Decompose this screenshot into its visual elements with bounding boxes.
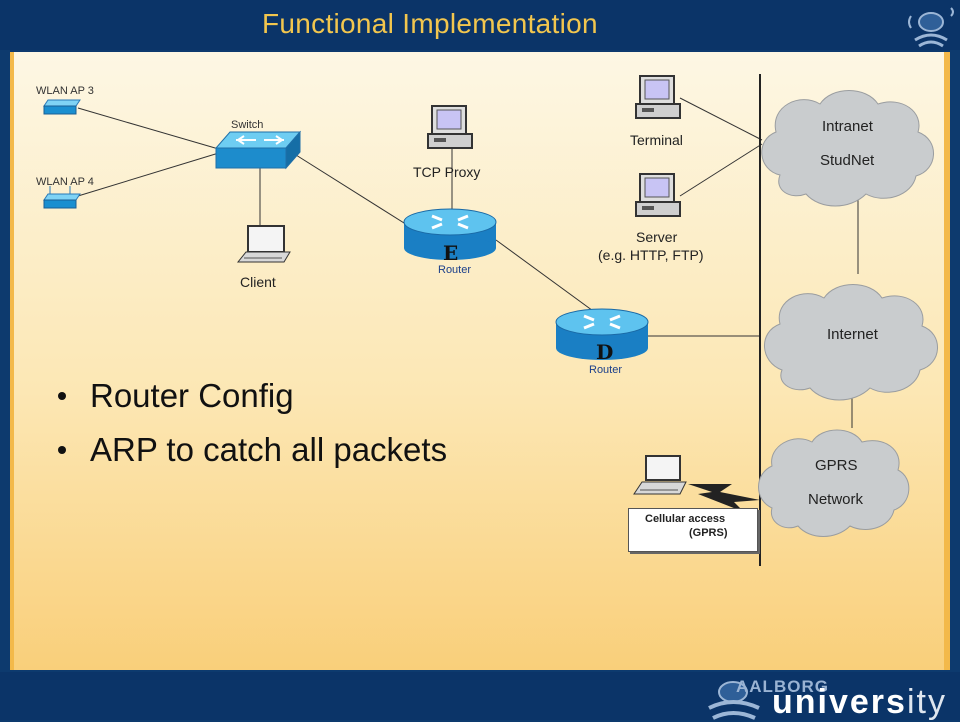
client-label: Client bbox=[240, 274, 276, 290]
intranet-label: Intranet bbox=[822, 118, 873, 135]
footer-logo-thin: ity bbox=[906, 683, 947, 721]
footer-logo-university: university bbox=[772, 683, 947, 722]
intranet-cloud bbox=[761, 90, 934, 207]
router-e-icon bbox=[403, 208, 497, 260]
terminal-computer-icon bbox=[635, 75, 681, 119]
tcp-proxy-label: TCP Proxy bbox=[413, 164, 481, 180]
connection-lines bbox=[77, 97, 859, 428]
router-d-letter: D bbox=[596, 340, 614, 364]
server-label: Server bbox=[636, 229, 678, 245]
client-laptop-icon bbox=[236, 225, 291, 263]
terminal-label: Terminal bbox=[630, 132, 683, 148]
bullet-item: ARP to catch all packets bbox=[58, 426, 447, 474]
cellular-gprs-label: (GPRS) bbox=[689, 527, 728, 539]
router-d-label: Router bbox=[589, 364, 623, 376]
bullet-dot-icon bbox=[58, 392, 66, 400]
switch-label: Switch bbox=[231, 119, 264, 131]
wlan-ap4-label: WLAN AP 4 bbox=[36, 176, 94, 188]
header-bar bbox=[0, 0, 960, 50]
university-emblem-icon bbox=[908, 7, 954, 48]
studnet-label: StudNet bbox=[820, 152, 875, 169]
router-d-icon bbox=[555, 308, 649, 360]
server-computer-icon bbox=[635, 173, 681, 217]
cellular-access-box: Cellular access (GPRS) bbox=[628, 508, 758, 552]
cellular-access-label: Cellular access bbox=[645, 513, 726, 525]
switch-icon bbox=[214, 130, 302, 170]
internet-cloud bbox=[764, 284, 938, 401]
internet-label: Internet bbox=[827, 326, 878, 343]
cellular-laptop-icon bbox=[633, 455, 687, 495]
network-label: Network bbox=[808, 491, 864, 508]
wireless-signal-icon bbox=[688, 484, 760, 512]
router-e-letter: E bbox=[443, 241, 459, 265]
wlan-ap3-icon bbox=[43, 99, 81, 115]
bullet-dot-icon bbox=[58, 446, 66, 454]
gprs-label: GPRS bbox=[815, 457, 858, 474]
router-e-label: Router bbox=[438, 264, 472, 276]
footer-logo-aalborg: AALBORG bbox=[736, 677, 829, 696]
bullet-text: Router Config bbox=[90, 377, 294, 414]
server-example-label: (e.g. HTTP, FTP) bbox=[598, 247, 704, 263]
tcp-proxy-computer-icon bbox=[427, 105, 473, 149]
bullet-text: ARP to catch all packets bbox=[90, 431, 448, 468]
wlan-ap3-label: WLAN AP 3 bbox=[36, 85, 94, 97]
university-logo-icon bbox=[708, 681, 760, 720]
gprs-cloud bbox=[758, 429, 910, 537]
wlan-ap4-icon bbox=[43, 186, 81, 209]
footer-logo-bold: univers bbox=[772, 683, 907, 721]
slide-title: Functional Implementation bbox=[262, 8, 598, 39]
bullet-item: Router Config bbox=[58, 372, 447, 420]
bullet-list: Router Config ARP to catch all packets bbox=[58, 372, 447, 480]
footer-bar bbox=[0, 672, 960, 720]
